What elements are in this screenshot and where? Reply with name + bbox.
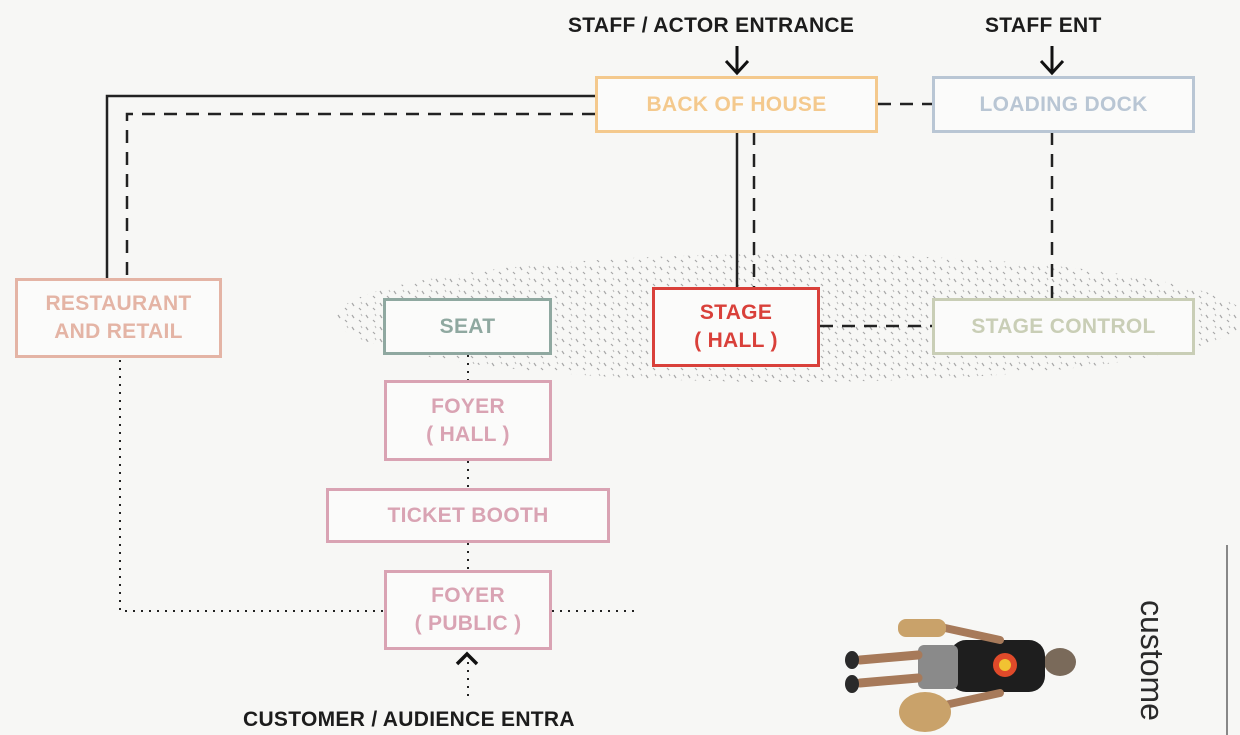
seat-box: SEAT (383, 298, 552, 355)
foyer-public-box: FOYER ( PUBLIC ) (384, 570, 552, 650)
restaurant-retail-box: RESTAURANT AND RETAIL (15, 278, 222, 358)
staff-ent-label: STAFF ENT (985, 14, 1102, 37)
arrow-down-staff-actor (724, 46, 750, 76)
customer-entrance-label: CUSTOMER / AUDIENCE ENTRA (243, 708, 575, 731)
solid-line-boh-restaurant (105, 94, 595, 278)
arrow-down-staff-ent (1039, 46, 1065, 76)
dotted-line-restaurant-public (119, 360, 385, 612)
back-of-house-box: BACK OF HOUSE (595, 76, 878, 133)
foyer-hall-box: FOYER ( HALL ) (384, 380, 552, 461)
staff-actor-entrance-label: STAFF / ACTOR ENTRANCE (568, 14, 855, 37)
dashed-line-boh-restaurant (125, 112, 595, 278)
ticket-booth-box: TICKET BOOTH (326, 488, 610, 543)
loading-dock-box: LOADING DOCK (932, 76, 1195, 133)
arrow-up-customer (455, 651, 479, 666)
stage-hall-box: STAGE ( HALL ) (652, 287, 820, 367)
side-caption: custome (1134, 600, 1170, 721)
stage-control-box: STAGE CONTROL (932, 298, 1195, 355)
person-figure-image (845, 619, 1076, 732)
